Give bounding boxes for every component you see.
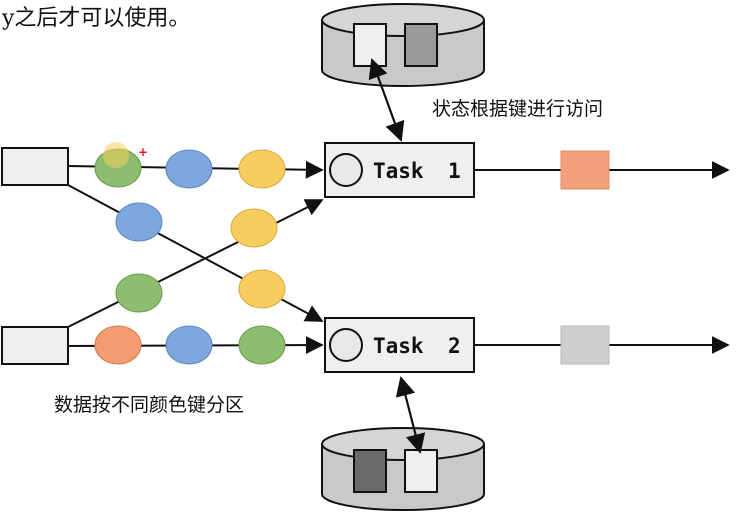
state-database-bottom xyxy=(321,427,485,511)
cursor-ghost xyxy=(103,142,129,168)
marker-plus: + xyxy=(138,145,148,159)
state-access-arrow-top xyxy=(368,58,405,142)
state-database-top xyxy=(321,3,485,87)
task-1-number: 1 xyxy=(448,159,461,183)
task-1-box: Task 1 xyxy=(324,142,475,198)
record-orange xyxy=(94,325,142,365)
state-slot-light xyxy=(353,23,387,67)
state-access-arrow-bottom xyxy=(395,376,426,454)
output-record-gray xyxy=(560,325,610,365)
record-green xyxy=(115,273,163,313)
task-2-label: Task xyxy=(373,334,424,358)
state-slot-light xyxy=(404,449,438,493)
state-slot-dark xyxy=(353,449,387,493)
partition-label: 数据按不同颜色键分区 xyxy=(54,394,245,416)
flow-line-cross-up xyxy=(67,199,324,328)
task-1-label: Task xyxy=(373,159,424,183)
task-2-box: Task 2 xyxy=(324,317,475,373)
source-box-1 xyxy=(1,147,69,186)
record-blue xyxy=(115,202,163,242)
record-blue xyxy=(165,325,213,365)
source-box-2 xyxy=(1,326,69,365)
header-caption: y之后才可以使用。 xyxy=(2,6,191,31)
flow-line-cross-down xyxy=(67,184,324,322)
task-state-circle xyxy=(329,153,363,187)
task-2-number: 2 xyxy=(448,334,461,358)
record-blue xyxy=(165,149,213,189)
output-record-orange xyxy=(560,150,610,190)
record-green xyxy=(238,325,286,365)
records: + xyxy=(94,142,286,365)
record-yellow xyxy=(230,208,278,248)
task-state-circle xyxy=(329,328,363,362)
state-access-label: 状态根据键进行访问 xyxy=(432,98,604,120)
state-slot-gray xyxy=(404,23,438,67)
record-yellow xyxy=(238,269,286,309)
record-yellow xyxy=(238,149,286,189)
